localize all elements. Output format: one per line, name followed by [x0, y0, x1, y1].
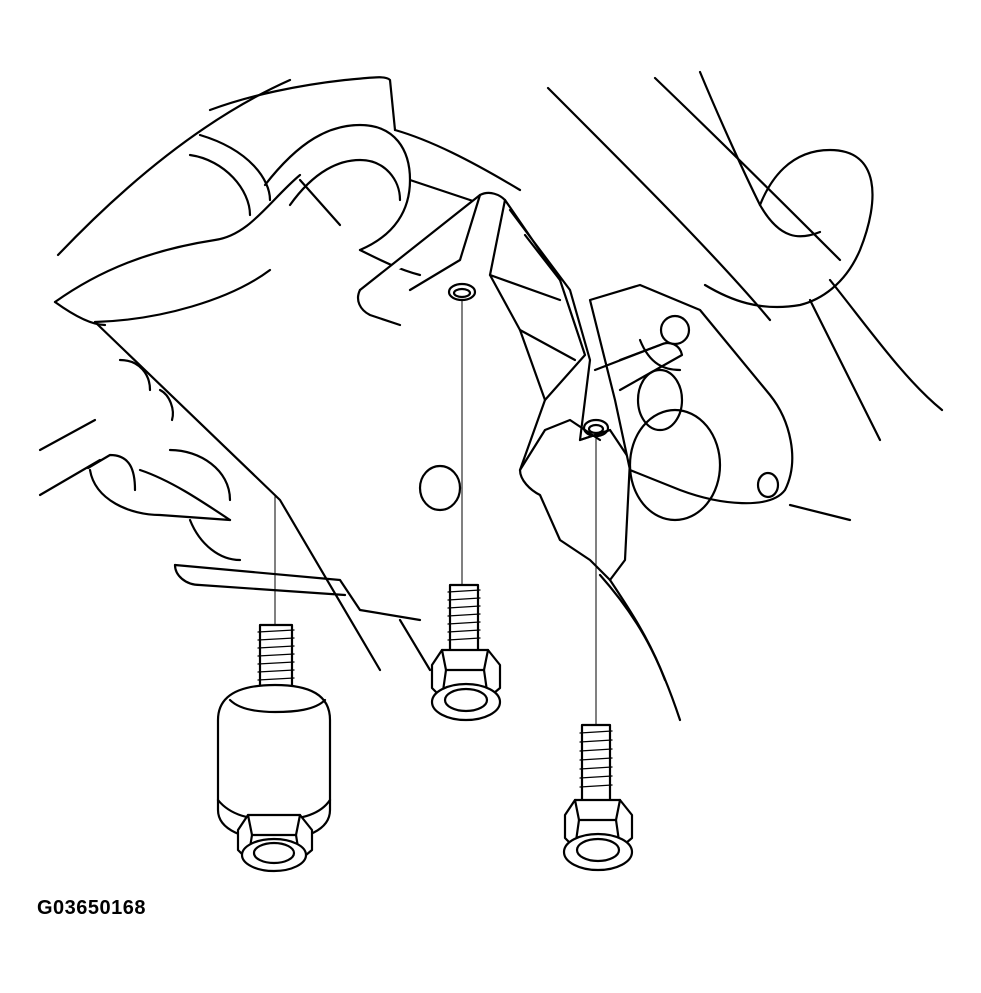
exhaust-pipe [38, 76, 432, 672]
flange-plate [418, 283, 794, 722]
body-crossmember [546, 70, 944, 522]
mount-nut-with-spacer [216, 623, 332, 873]
leader-lines [274, 299, 597, 731]
right-flange-bolt [562, 723, 634, 872]
figure-code: G03650168 [37, 897, 147, 919]
center-flange-bolt [430, 583, 502, 722]
rubber-mount-bracket [356, 191, 632, 582]
